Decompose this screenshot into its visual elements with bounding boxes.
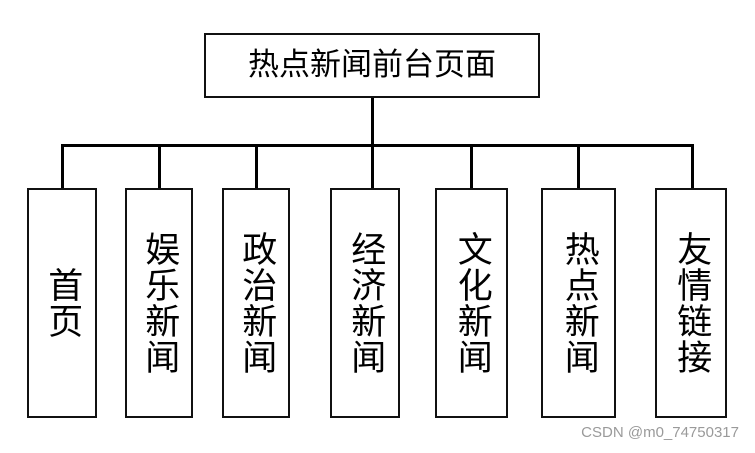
node-politics-news-label: 政治新闻 [236,231,277,375]
node-hot-news-label: 热点新闻 [558,231,599,375]
watermark: CSDN @m0_74750317 [581,424,739,441]
node-entertainment-news-label: 娱乐新闻 [139,231,180,375]
connector-drop-1 [61,144,64,190]
connector-drop-7 [691,144,694,190]
node-culture-news: 文化新闻 [435,188,508,418]
node-culture-news-label: 文化新闻 [451,231,492,375]
node-politics-news: 政治新闻 [222,188,290,418]
connector-drop-6 [577,144,580,190]
connector-drop-5 [470,144,473,190]
node-root-label: 热点新闻前台页面 [248,47,496,83]
node-friendly-links-label: 友情链接 [671,231,712,375]
connector-trunk [371,98,374,147]
connector-drop-4 [371,144,374,190]
connector-drop-3 [255,144,258,190]
node-friendly-links: 友情链接 [655,188,727,418]
node-hot-news: 热点新闻 [541,188,616,418]
node-economy-news: 经济新闻 [330,188,400,418]
node-entertainment-news: 娱乐新闻 [125,188,193,418]
node-home-label: 首页 [42,267,83,339]
connector-drop-2 [158,144,161,190]
node-home: 首页 [27,188,97,418]
node-economy-news-label: 经济新闻 [345,231,386,375]
node-root: 热点新闻前台页面 [204,33,540,98]
connector-bus [61,144,694,147]
